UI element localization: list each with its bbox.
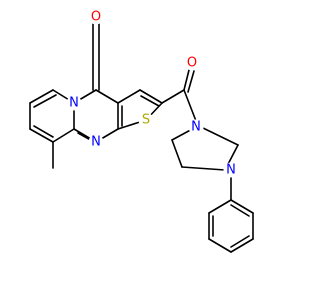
bond-c2-carbonyl <box>161 89 185 104</box>
bond-ph-c4-c5-double <box>230 235 250 248</box>
piperazine-nitrogen-top-atom: N <box>188 119 204 135</box>
bond-pip-c2-c3 <box>171 139 183 168</box>
thiophene-sulfur-label: S <box>142 113 150 128</box>
bond-ph-c4-c5 <box>230 238 254 253</box>
pyrimidine-nitrogen-atom: N <box>88 134 104 150</box>
bond-ph-c3-c4 <box>208 238 232 253</box>
bond-carbonyl-o <box>183 69 190 91</box>
bond-ph-c6-c1 <box>230 199 254 214</box>
bond-pyridine-c1-c2-double <box>33 94 57 108</box>
piperazine-nitrogen-bottom-atom: N <box>223 162 239 178</box>
bond-pyridine-c1-c2 <box>29 89 54 104</box>
pyridine-nitrogen-atom: N <box>66 95 82 111</box>
bond-pyridine-c3-c4-double <box>33 125 54 138</box>
bond-c3-c2-double <box>140 95 160 107</box>
bond-carbonyl-o-double <box>187 70 195 93</box>
ketone-oxygen-label: O <box>91 10 101 25</box>
bond-ph-c6-c1-double <box>230 204 250 217</box>
bond-c3-c2 <box>139 89 163 104</box>
bond-pip-c5-n1 <box>200 126 239 146</box>
bond-pip-c3-n4 <box>181 166 226 171</box>
atom-labels: O N N S O N N <box>66 9 239 178</box>
pyridine-nitrogen-label: N <box>69 96 79 111</box>
amide-oxygen-atom: O <box>184 55 200 71</box>
piperazine-nitrogen-top-label: N <box>191 120 201 135</box>
thiophene-sulfur-atom: S <box>138 112 154 128</box>
bond-c4a-c4 <box>95 89 119 104</box>
background <box>0 0 300 300</box>
bond-ph-c1-c2 <box>208 199 232 214</box>
ketone-oxygen-atom: O <box>88 9 104 25</box>
bond-pyridine-c3-c4 <box>29 128 54 143</box>
pyrimidine-nitrogen-label: N <box>91 135 101 150</box>
amide-oxygen-label: O <box>187 56 197 71</box>
bond-c4a-c3 <box>117 89 141 104</box>
bond-pyridine-c4-c5 <box>52 128 75 143</box>
molecule-structure: O N N S O N N <box>0 0 300 300</box>
piperazine-nitrogen-bottom-label: N <box>226 163 236 178</box>
bond-carbonyl-n <box>183 89 197 122</box>
